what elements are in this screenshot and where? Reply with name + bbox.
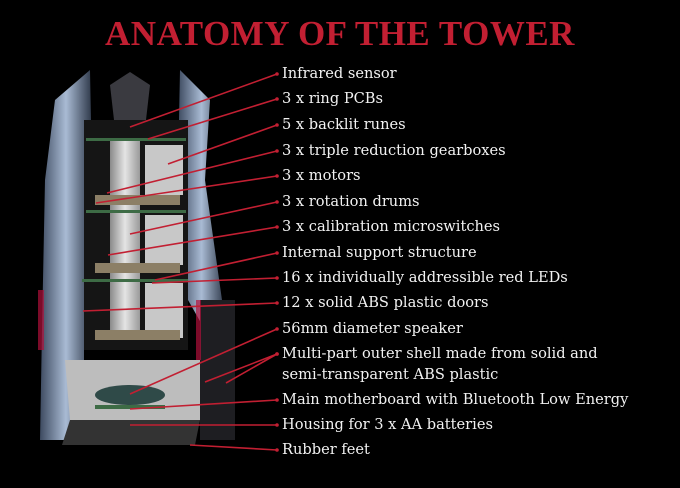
leader-line (95, 175, 278, 204)
label-outer-shell-line2: semi-transparent ABS plastic (282, 366, 499, 383)
leader-dot (275, 174, 279, 178)
leader-dot (275, 149, 279, 153)
leader-line (225, 353, 278, 384)
label-support-structure: Internal support structure (282, 244, 477, 261)
label-outer-shell-line1: Multi-part outer shell made from solid a… (282, 345, 598, 362)
leader-dot (275, 97, 279, 101)
leader-line (129, 328, 278, 395)
internal-core (62, 120, 200, 445)
leader-line (189, 444, 278, 451)
leader-dot (275, 72, 279, 76)
leader-line (154, 252, 278, 281)
leader-dot (275, 225, 279, 229)
leader-line (151, 277, 278, 284)
leader-dot (275, 327, 279, 331)
leader-line (204, 353, 278, 383)
leader-dot (275, 352, 279, 356)
label-speaker: 56mm diameter speaker (282, 320, 463, 337)
label-backlit-runes: 5 x backlit runes (282, 116, 406, 133)
label-microswitches: 3 x calibration microswitches (282, 218, 501, 235)
label-infrared-sensor: Infrared sensor (282, 65, 397, 82)
leader-line (129, 73, 278, 128)
label-red-leds: 16 x individually addressible red LEDs (282, 269, 568, 286)
leader-line (106, 150, 278, 194)
leader-lines (82, 72, 279, 452)
leader-dot (275, 276, 279, 280)
label-rubber-feet: Rubber feet (282, 441, 370, 458)
leader-line (82, 302, 278, 312)
outer-shell (38, 70, 235, 440)
leader-dot (275, 398, 279, 402)
leader-dot (275, 200, 279, 204)
leader-line (129, 201, 278, 235)
leader-line (167, 124, 278, 165)
label-ring-pcbs: 3 x ring PCBs (282, 90, 384, 107)
leader-dot (275, 448, 279, 452)
leader-dot (275, 423, 279, 427)
leader-line (147, 98, 278, 140)
label-abs-doors: 12 x solid ABS plastic doors (282, 294, 489, 311)
leader-dot (275, 251, 279, 255)
label-battery-housing: Housing for 3 x AA batteries (282, 416, 493, 433)
diagram-title: ANATOMY OF THE TOWER (105, 14, 575, 53)
leader-dot (275, 123, 279, 127)
label-motherboard: Main motherboard with Bluetooth Low Ener… (282, 391, 629, 408)
label-motors: 3 x motors (282, 167, 361, 184)
label-rotation-drums: 3 x rotation drums (282, 193, 420, 210)
label-gearboxes: 3 x triple reduction gearboxes (282, 142, 506, 159)
leader-line (129, 399, 278, 410)
leader-dot (275, 301, 279, 305)
leader-line (107, 226, 278, 256)
